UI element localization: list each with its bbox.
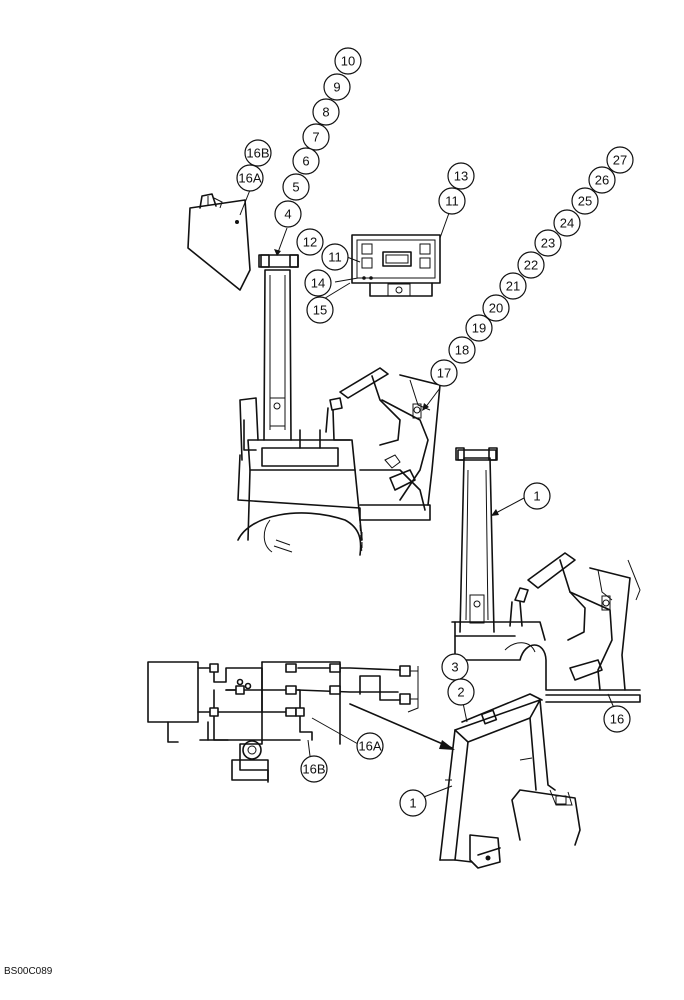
callout-13: 13 xyxy=(447,162,475,190)
svg-text:16: 16 xyxy=(610,712,624,727)
callout-14: 14 xyxy=(304,269,332,297)
callout-19: 19 xyxy=(465,314,493,342)
svg-text:16B: 16B xyxy=(246,146,269,161)
callout-16A-top: 16A xyxy=(236,164,264,192)
figure-code: BS00C089 xyxy=(4,966,53,977)
svg-text:24: 24 xyxy=(560,216,574,231)
svg-text:14: 14 xyxy=(311,276,325,291)
callout-17: 17 xyxy=(430,359,458,387)
svg-text:16A: 16A xyxy=(358,739,381,754)
callout-11-a: 11 xyxy=(438,187,466,215)
svg-text:11: 11 xyxy=(328,250,342,265)
switch-panel-illustration xyxy=(351,234,441,297)
callout-15: 15 xyxy=(306,296,334,324)
beacon-housing-illustration xyxy=(187,193,251,291)
callout-24: 24 xyxy=(553,209,581,237)
callout-16: 16 xyxy=(603,705,631,733)
svg-text:6: 6 xyxy=(302,154,309,169)
tractor-rops-right-illustration xyxy=(451,447,641,703)
svg-text:13: 13 xyxy=(454,169,468,184)
svg-text:5: 5 xyxy=(292,180,299,195)
svg-text:8: 8 xyxy=(322,105,329,120)
svg-text:15: 15 xyxy=(313,303,327,318)
svg-text:20: 20 xyxy=(489,301,503,316)
callout-18: 18 xyxy=(448,336,476,364)
callout-22: 22 xyxy=(517,251,545,279)
callout-1-bottom: 1 xyxy=(399,789,427,817)
svg-text:18: 18 xyxy=(455,343,469,358)
svg-text:7: 7 xyxy=(312,130,319,145)
callout-16B-top: 16B xyxy=(244,139,272,167)
svg-text:26: 26 xyxy=(595,173,609,188)
rops-frame-illustration xyxy=(439,693,581,869)
callout-3: 3 xyxy=(441,653,469,681)
svg-text:16A: 16A xyxy=(238,171,261,186)
callout-9: 9 xyxy=(323,73,351,101)
svg-text:11: 11 xyxy=(445,194,459,209)
callout-4: 4 xyxy=(274,200,302,228)
svg-text:23: 23 xyxy=(541,236,555,251)
tractor-rops-top-illustration xyxy=(237,254,441,556)
svg-text:1: 1 xyxy=(409,796,416,811)
svg-text:21: 21 xyxy=(506,279,520,294)
svg-text:3: 3 xyxy=(451,660,458,675)
callout-25: 25 xyxy=(571,187,599,215)
assembly-arrow xyxy=(349,703,455,750)
svg-text:27: 27 xyxy=(613,153,627,168)
callout-23: 23 xyxy=(534,229,562,257)
svg-text:4: 4 xyxy=(284,207,291,222)
svg-text:16B: 16B xyxy=(302,762,325,777)
callout-26: 26 xyxy=(588,166,616,194)
callout-16B-wire: 16B xyxy=(300,755,328,783)
callout-12: 12 xyxy=(296,228,324,256)
callout-1-mid: 1 xyxy=(523,482,551,510)
svg-text:12: 12 xyxy=(303,235,317,250)
callout-20: 20 xyxy=(482,294,510,322)
svg-text:10: 10 xyxy=(341,54,355,69)
wiring-schematic xyxy=(147,661,419,783)
svg-text:22: 22 xyxy=(524,258,538,273)
callout-11-b: 11 xyxy=(321,243,349,271)
svg-text:25: 25 xyxy=(578,194,592,209)
svg-text:9: 9 xyxy=(333,80,340,95)
callout-27: 27 xyxy=(606,146,634,174)
callout-8: 8 xyxy=(312,98,340,126)
svg-text:17: 17 xyxy=(437,366,451,381)
callout-7: 7 xyxy=(302,123,330,151)
callout-5: 5 xyxy=(282,173,310,201)
callout-16A-wire: 16A xyxy=(356,732,384,760)
svg-text:1: 1 xyxy=(533,489,540,504)
callout-2: 2 xyxy=(447,678,475,706)
svg-text:19: 19 xyxy=(472,321,486,336)
callout-21: 21 xyxy=(499,272,527,300)
callout-10: 10 xyxy=(334,47,362,75)
leader-lines xyxy=(239,189,615,801)
callout-6: 6 xyxy=(292,147,320,175)
svg-text:2: 2 xyxy=(457,685,464,700)
